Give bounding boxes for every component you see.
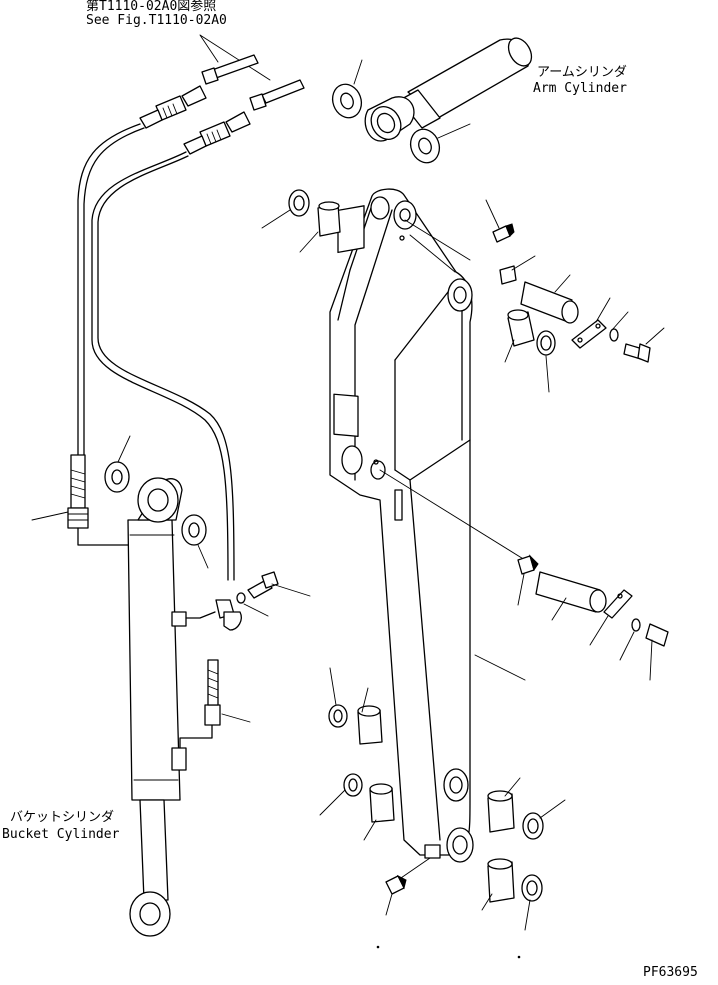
arm-cylinder-label-jp: アームシリンダ [537,65,627,80]
bucket-cylinder-label-en: Bucket Cylinder [2,827,120,842]
reference-label-jp: 第T1110-02A0図参照 [86,0,217,14]
bucket-cylinder-label-jp: バケットシリンダ [10,810,115,825]
arm-cylinder-label-en: Arm Cylinder [533,81,627,96]
drawing-code: PF63695 [643,965,698,980]
arm-structure [329,188,526,881]
bucket-cylinder [31,435,311,937]
arm-middle-pin-parts [517,554,669,681]
reference-label-en: See Fig.T1110-02A0 [86,13,227,28]
arm-top-pin-parts [261,189,665,393]
arm-cylinder [331,37,533,164]
arm-bottom-pin-parts [319,667,566,931]
hydraulic-hose-assembly [67,34,305,581]
